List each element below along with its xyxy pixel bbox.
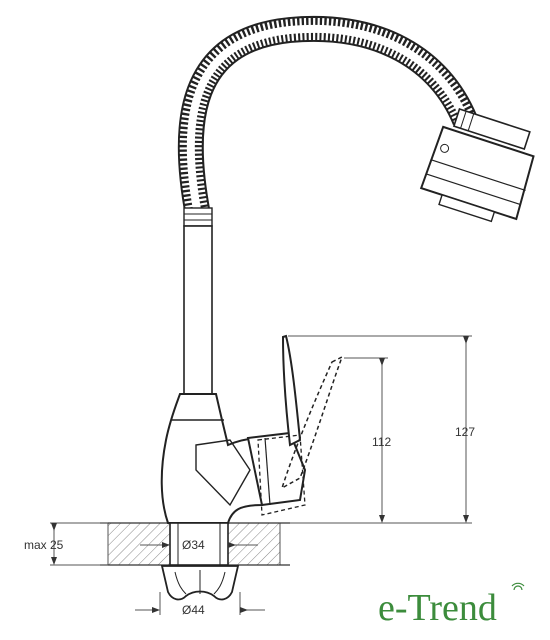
mounting-shank bbox=[160, 522, 240, 601]
spray-head bbox=[419, 108, 535, 223]
brand-logo: e-Trend bbox=[378, 582, 525, 629]
label-height-112: 112 bbox=[372, 435, 391, 449]
lever-handle-alternate bbox=[257, 355, 344, 516]
brand-name: e-Trend bbox=[378, 587, 497, 629]
faucet-body bbox=[160, 393, 307, 524]
lever-handle bbox=[281, 334, 302, 447]
label-diameter-outer: Ø44 bbox=[182, 603, 205, 617]
faucet-column bbox=[183, 225, 213, 395]
flexible-spout bbox=[177, 16, 477, 227]
label-max-depth: max 25 bbox=[24, 538, 64, 552]
signal-icon bbox=[511, 582, 525, 591]
label-diameter-inner: Ø34 bbox=[182, 538, 205, 552]
label-height-127: 127 bbox=[455, 425, 475, 439]
dimension-lines bbox=[50, 335, 472, 615]
